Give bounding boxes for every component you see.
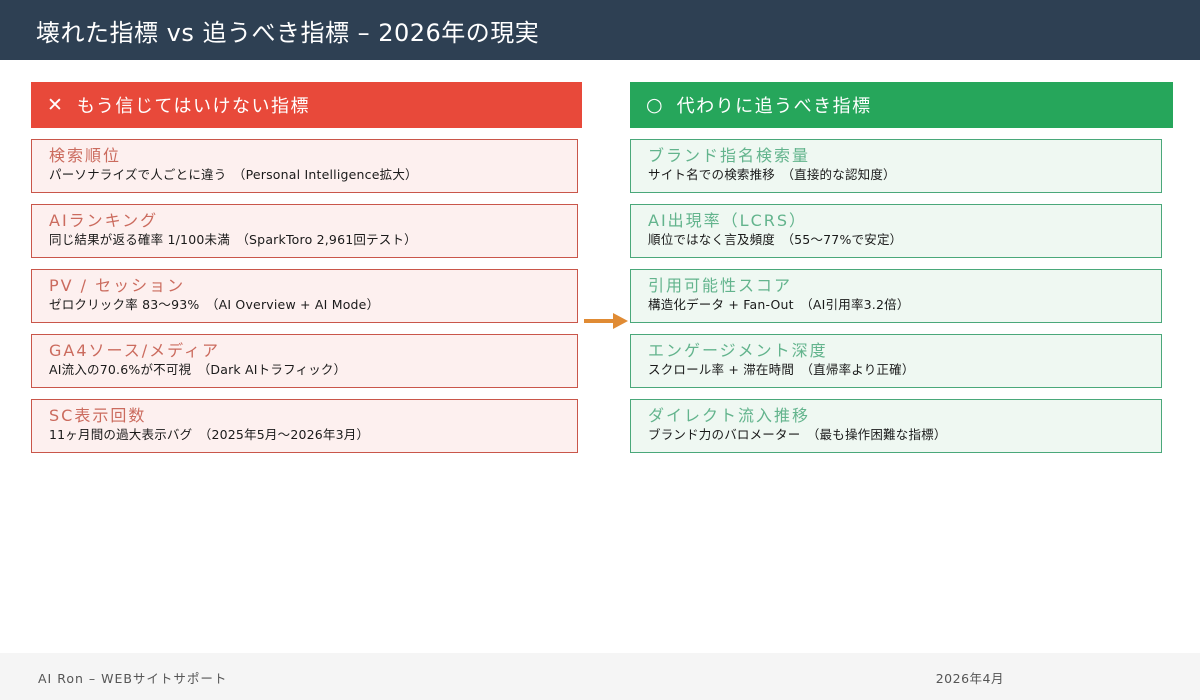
- column-header-broken-label: もう信じてはいけない指標: [76, 96, 311, 117]
- target-metric-card-list: ブランド指名検索量 サイト名での検索推移 （直接的な認知度） AI出現率（LCR…: [630, 139, 1178, 453]
- slide-title-bar: 壊れた指標 vs 追うべき指標 – 2026年の現実: [0, 0, 1200, 60]
- metric-card-desc: パーソナライズで人ごとに違う （Personal Intelligence拡大）: [49, 167, 418, 182]
- column-broken-metrics: ✕ もう信じてはいけない指標 検索順位 パーソナライズで人ごとに違う （Pers…: [31, 82, 582, 464]
- metric-card-desc: ブランド力のバロメーター （最も操作困難な指標）: [648, 427, 947, 442]
- metric-card-desc: AI流入の70.6%が不可視 （Dark AIトラフィック）: [49, 362, 347, 377]
- metric-card[interactable]: ダイレクト流入推移 ブランド力のバロメーター （最も操作困難な指標）: [630, 399, 1162, 453]
- metric-card-title: PV / セッション: [49, 276, 186, 295]
- metric-card-desc: スクロール率 + 滞在時間 （直帰率より正確）: [648, 362, 915, 377]
- metric-card-title: エンゲージメント深度: [648, 341, 828, 360]
- metric-card[interactable]: AIランキング 同じ結果が返る確率 1/100未満 （SparkToro 2,9…: [31, 204, 578, 258]
- metric-card-title: GA4ソース/メディア: [49, 341, 220, 360]
- broken-metric-card-list: 検索順位 パーソナライズで人ごとに違う （Personal Intelligen…: [31, 139, 579, 453]
- metric-card-title: ダイレクト流入推移: [648, 406, 811, 425]
- metric-card[interactable]: PV / セッション ゼロクリック率 83〜93% （AI Overview +…: [31, 269, 578, 323]
- flow-arrow-icon: [583, 310, 629, 332]
- metric-card-title: ブランド指名検索量: [648, 146, 811, 165]
- metric-card-title: AIランキング: [49, 211, 159, 230]
- metric-card-title: 引用可能性スコア: [648, 276, 793, 295]
- page-title: 壊れた指標 vs 追うべき指標 – 2026年の現実: [36, 18, 540, 47]
- metric-card-desc: 11ヶ月間の過大表示バグ （2025年5月〜2026年3月）: [49, 427, 370, 442]
- metric-card-desc: サイト名での検索推移 （直接的な認知度）: [648, 167, 896, 182]
- footer-date: 2026年4月: [935, 671, 1004, 686]
- footer-brand: AI Ron – WEBサイトサポート: [38, 671, 228, 686]
- metric-card-desc: 構造化データ + Fan-Out （AI引用率3.2倍）: [648, 297, 910, 312]
- metric-card[interactable]: エンゲージメント深度 スクロール率 + 滞在時間 （直帰率より正確）: [630, 334, 1162, 388]
- metric-card[interactable]: SC表示回数 11ヶ月間の過大表示バグ （2025年5月〜2026年3月）: [31, 399, 578, 453]
- metric-card[interactable]: ブランド指名検索量 サイト名での検索推移 （直接的な認知度）: [630, 139, 1162, 193]
- slide-footer: AI Ron – WEBサイトサポート 2026年4月: [0, 653, 1200, 700]
- column-header-target-label: 代わりに追うべき指標: [676, 96, 872, 117]
- metric-card[interactable]: GA4ソース/メディア AI流入の70.6%が不可視 （Dark AIトラフィッ…: [31, 334, 578, 388]
- metric-card-title: 検索順位: [49, 146, 122, 165]
- metric-card[interactable]: AI出現率（LCRS） 順位ではなく言及頻度 （55〜77%で安定）: [630, 204, 1162, 258]
- column-target-metrics: ○ 代わりに追うべき指標 ブランド指名検索量 サイト名での検索推移 （直接的な認…: [630, 82, 1178, 464]
- metric-card-desc: 同じ結果が返る確率 1/100未満 （SparkToro 2,961回テスト）: [49, 232, 417, 247]
- metric-card-desc: 順位ではなく言及頻度 （55〜77%で安定）: [648, 232, 903, 247]
- circle-icon: ○: [646, 93, 663, 116]
- metric-card-title: SC表示回数: [49, 406, 147, 425]
- metric-card-title: AI出現率（LCRS）: [648, 211, 808, 230]
- column-header-target: ○ 代わりに追うべき指標: [630, 82, 1173, 128]
- cross-icon: ✕: [47, 93, 63, 116]
- metric-card[interactable]: 検索順位 パーソナライズで人ごとに違う （Personal Intelligen…: [31, 139, 578, 193]
- metric-card[interactable]: 引用可能性スコア 構造化データ + Fan-Out （AI引用率3.2倍）: [630, 269, 1162, 323]
- metric-card-desc: ゼロクリック率 83〜93% （AI Overview + AI Mode）: [49, 297, 380, 312]
- column-header-broken: ✕ もう信じてはいけない指標: [31, 82, 582, 128]
